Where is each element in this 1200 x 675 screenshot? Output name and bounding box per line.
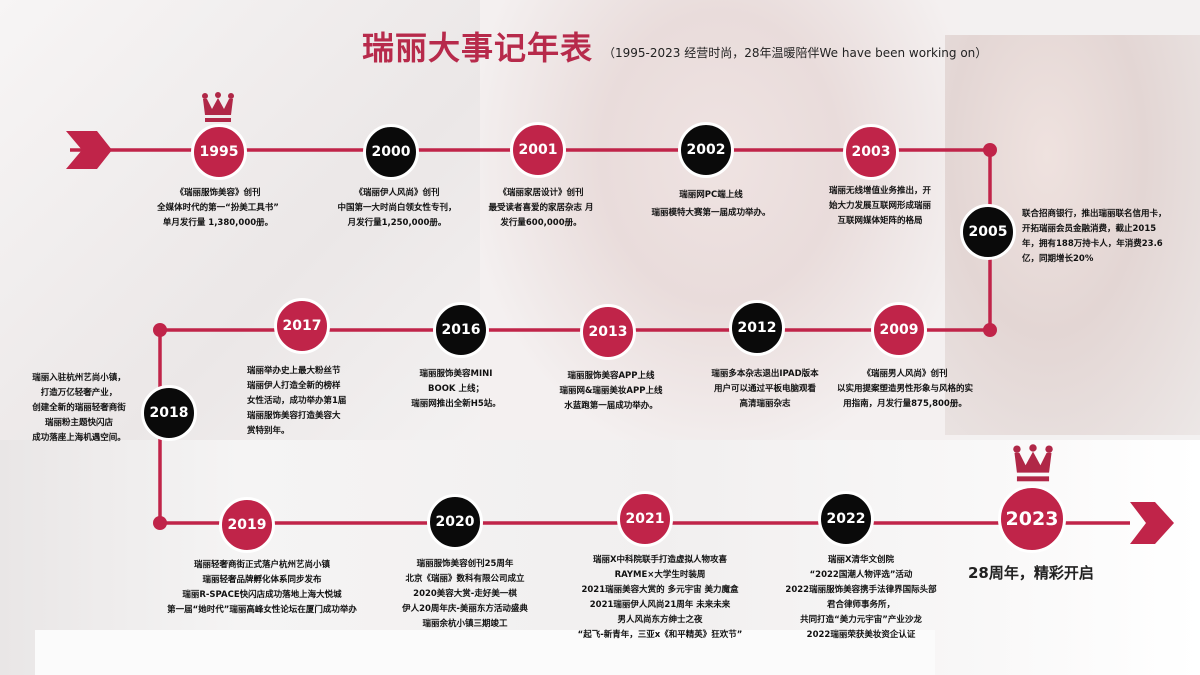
background-strip-bottom <box>35 630 935 675</box>
node-2002: 2002 <box>678 122 734 178</box>
node-2013: 2013 <box>580 304 636 360</box>
event-desc-2002: 瑞丽网PC端上线瑞丽模特大赛第一届成功举办。 <box>651 190 771 218</box>
title-subtitle: （1995-2023 经营时尚，28年温暖陪伴We have been work… <box>603 46 988 60</box>
node-2020: 2020 <box>427 494 483 550</box>
event-desc-2019: 瑞丽轻奢商街正式落户杭州艺尚小镇瑞丽轻奢品牌孵化体系同步发布瑞丽R-SPACE快… <box>167 560 357 615</box>
page-title: 瑞丽大事记年表 （1995-2023 经营时尚，28年温暖陪伴We have b… <box>362 28 987 68</box>
event-desc-2018: 瑞丽入驻杭州艺尚小镇，打造万亿轻奢产业，创建全新的瑞丽轻奢商街瑞丽粉主题快闪店成… <box>32 373 126 443</box>
event-desc-1995: 《瑞丽服饰美容》创刊全媒体时代的第一“扮美工具书”单月发行量 1,380,000… <box>157 188 279 228</box>
node-2000: 2000 <box>363 124 419 180</box>
node-2018: 2018 <box>141 385 197 441</box>
node-2022: 2022 <box>818 491 874 547</box>
event-desc-2001: 《瑞丽家居设计》创刊最受读者喜爱的家居杂志 月发行量600,000册。 <box>488 188 594 228</box>
node-1995: 1995 <box>191 124 247 180</box>
event-desc-2023: 28周年，精彩开启 <box>968 564 1094 582</box>
crown-icon <box>1013 444 1053 482</box>
arrow-right-icon <box>1130 502 1174 544</box>
node-2012: 2012 <box>729 300 785 356</box>
node-2016: 2016 <box>433 302 489 358</box>
node-2003: 2003 <box>843 124 899 180</box>
node-2023: 2023 <box>998 485 1066 553</box>
event-desc-2012: 瑞丽多本杂志退出IPAD版本用户可以通过平板电脑观看高清瑞丽杂志 <box>711 369 819 409</box>
arrow-right-icon <box>66 131 112 169</box>
event-desc-2003: 瑞丽无线增值业务推出，开始大力发展互联网形成瑞丽互联网媒体矩阵的格局 <box>828 186 932 226</box>
crown-icon <box>202 92 234 122</box>
node-2001: 2001 <box>510 122 566 178</box>
event-desc-2017: 瑞丽举办史上最大粉丝节瑞丽伊人打造全新的榜样女性活动，成功举办第1届瑞丽服饰美容… <box>247 366 347 436</box>
background-photo-left <box>0 0 500 440</box>
node-2021: 2021 <box>617 491 673 547</box>
node-2009: 2009 <box>871 302 927 358</box>
event-desc-2009: 《瑞丽男人风尚》创刊以实用提案塑造男性形象与风格的实用指南，月发行量875,80… <box>836 369 974 409</box>
event-desc-2013: 瑞丽服饰美容APP上线瑞丽网&瑞丽美妆APP上线水蓝跑第一届成功举办。 <box>559 371 663 411</box>
title-main: 瑞丽大事记年表 <box>362 29 594 67</box>
event-desc-2000: 《瑞丽伊人风尚》创刊中国第一大时尚白领女性专刊，月发行量1,250,000册。 <box>337 188 457 228</box>
node-2005: 2005 <box>960 204 1016 260</box>
node-2019: 2019 <box>219 497 275 553</box>
node-2017: 2017 <box>274 298 330 354</box>
background-photo-center <box>480 0 960 450</box>
